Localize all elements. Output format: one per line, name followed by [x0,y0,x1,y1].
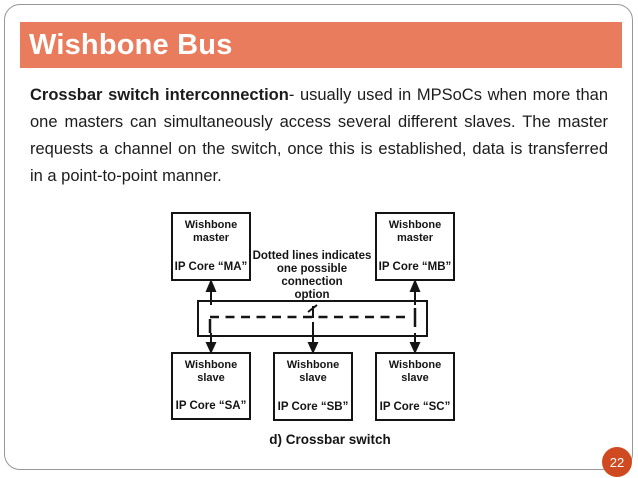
title-bar: Wishbone Bus [20,22,622,68]
crossbar-switch-box [197,300,428,337]
node-core-label: IP Core “SC” [379,400,451,413]
node-title-line: slave [299,371,327,384]
node-title-line: master [396,231,434,244]
diagram-caption: d) Crossbar switch [269,432,391,447]
body-rest: - usually used in MPSoCs when more than … [30,86,608,185]
node-title-line: slave [401,371,429,384]
node-title-line: Wishbone [184,219,238,231]
master-ma-box: Wishbone master IP Core “MA” [171,212,251,281]
note-line: option [294,289,330,301]
node-core-label: IP Core “SB” [277,400,349,413]
node-title-line: Wishbone [388,219,442,231]
node-title-line: Wishbone [184,359,238,371]
slave-sb-box: Wishbone slave IP Core “SB” [273,352,353,421]
node-core-label: IP Core “MB” [378,260,452,273]
master-mb-box: Wishbone master IP Core “MB” [375,212,455,281]
page-number: 22 [609,454,625,470]
note-line: one possible connection [276,263,348,288]
body-paragraph: Crossbar switch interconnection- usually… [30,82,608,190]
node-core-label: IP Core “MA” [174,260,248,273]
slave-sa-box: Wishbone slave IP Core “SA” [171,352,251,420]
node-title: Wishbone master [377,219,453,244]
slide-border [4,4,633,470]
node-title-line: master [192,231,230,244]
node-title: Wishbone slave [275,359,351,384]
slide-title: Wishbone Bus [29,29,233,61]
slave-sc-box: Wishbone slave IP Core “SC” [375,352,455,421]
node-title-line: Wishbone [388,359,442,371]
node-title-line: Wishbone [286,359,340,371]
node-title: Wishbone master [173,219,249,244]
node-title: Wishbone slave [377,359,453,384]
node-title-line: slave [197,371,225,384]
note-line: Dotted lines indicates [252,250,372,262]
dotted-lines-note: Dotted lines indicates one possible conn… [245,250,379,302]
node-title: Wishbone slave [173,359,249,384]
node-core-label: IP Core “SA” [175,399,247,412]
page-number-badge: 22 [602,447,632,477]
body-lead-bold: Crossbar switch interconnection [30,86,289,104]
